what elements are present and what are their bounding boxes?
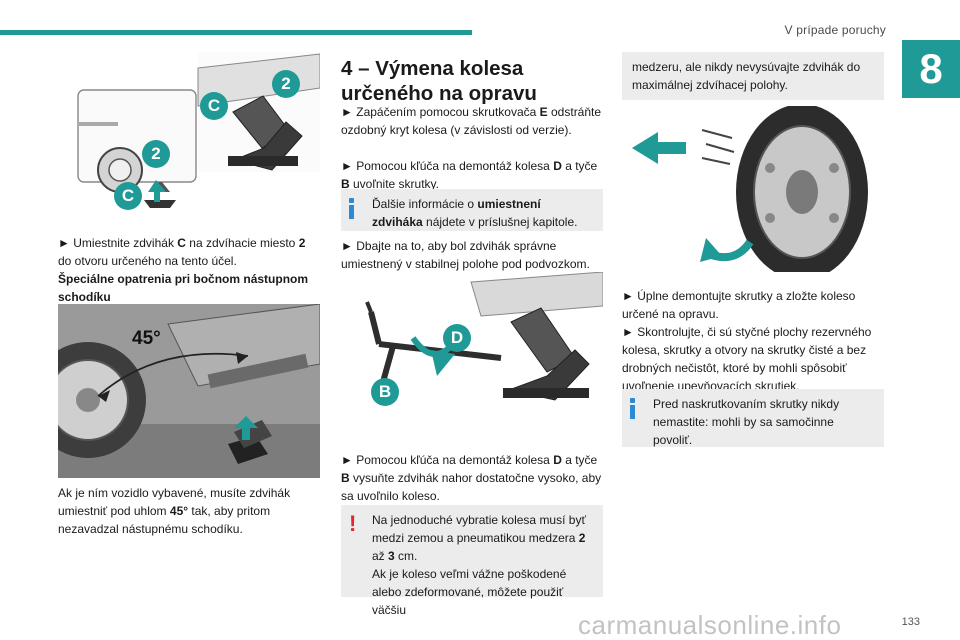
warning-note-continued: medzeru, ale nikdy nevysúvajte zdvihák d… [622,52,884,100]
heading-line-2: určeného na opravu [341,82,537,105]
label-d: D [553,453,562,467]
text-run: do otvoru určeného na tento účel. [58,254,237,268]
label-d: D [553,159,562,173]
header-accent-bar [0,30,472,35]
section-heading: 4 – Výmena kolesa určeného na opravu [341,56,601,106]
text-run: a tyče [561,159,598,173]
bullet-arrow: ► [622,325,634,339]
step-place-jack: ► Umiestnite zdvihák C na zdvíhacie mies… [58,234,320,270]
bullet-arrow: ► [341,453,353,467]
text-run: nájdete v príslušnej kapitole. [422,215,578,229]
text-run: Ďalšie informácie o [372,197,478,211]
angle-value: 45° [169,504,189,518]
text-run: Ak je ním vozidlo vybavené, musíte zdvih… [58,486,291,518]
text-run: na zdvíhacie miesto [185,236,299,250]
text-run: Dbajte na to, aby bol zdvihák správne um… [341,239,590,271]
info-icon [349,198,359,219]
text-run: Pomocou kľúča na demontáž kolesa [356,159,554,173]
callout-c-van: C [114,182,142,210]
callout-2-van: 2 [142,140,170,168]
callout-2-zoom: 2 [272,70,300,98]
figure-jack-placement: 2 C 2 C [58,52,320,218]
label-b: B [341,177,350,191]
text-run: tak, aby pritom nezavadzal nástupnému sc… [58,504,271,536]
text-run: Pred naskrutkovaním skrutky nikdy nemast… [653,397,840,447]
bullet-arrow: ► [58,236,70,250]
figure-remove-wheel [622,106,884,272]
angle-label: 45° [132,328,161,349]
bullet-arrow: ► [341,159,353,173]
text-run: Zapáčením pomocou skrutkovača [356,105,540,119]
text-run: medzeru, ale nikdy nevysúvajte zdvihák d… [632,60,861,92]
info-note-jack-location: Ďalšie informácie o umiestnení zdviháka … [341,189,603,231]
heading-line-1: 4 – Výmena kolesa [341,57,524,80]
warning-icon: ! [349,511,357,536]
text-run: až [372,549,389,563]
bullet-arrow: ► [622,289,634,303]
watermark: carmanualsonline.info [578,610,842,640]
figure-jack-45-degrees: 45° [58,304,320,478]
text-run: Pomocou kľúča na demontáž kolesa [356,453,554,467]
callout-d: D [443,324,471,352]
value-3: 3 [388,549,395,563]
step-check-surfaces: ► Skontrolujte, či sú styčné plochy reze… [622,323,884,395]
bullet-arrow: ► [341,105,353,119]
step-remove-bolts: ► Úplne demontujte skrutky a zložte kole… [622,287,884,323]
info-icon [630,398,640,419]
step-loosen-bolts: ► Pomocou kľúča na demontáž kolesa D a t… [341,157,603,193]
chapter-badge: 8 [902,40,960,98]
step-jack-stable: ► Dbajte na to, aby bol zdvihák správne … [341,237,603,273]
bullet-arrow: ► [341,239,353,253]
step-raise-jack: ► Pomocou kľúča na demontáž kolesa D a t… [341,451,603,505]
step-remove-hubcap: ► Zapáčením pomocou skrutkovača E odstrá… [341,103,603,139]
figure-raise-jack: D B [341,272,603,442]
text-run: uvoľnite skrutky. [349,177,439,191]
label-b: B [341,471,350,485]
text-run: Na jednoduché vybratie kolesa musí byť m… [372,513,586,545]
label-e: E [539,105,548,119]
info-note-no-grease: Pred naskrutkovaním skrutky nikdy nemast… [622,389,884,447]
text-run: Skontrolujte, či sú styčné plochy rezerv… [622,325,872,393]
label-c: C [177,236,186,250]
text-run: Úplne demontujte skrutky a zložte koleso… [622,289,856,321]
page-number: 133 [901,616,920,628]
paragraph-45-degrees: Ak je ním vozidlo vybavené, musíte zdvih… [58,484,320,538]
text-run: vysuňte zdvihák nahor dostatočne vysoko,… [341,471,602,503]
callout-b: B [371,378,399,406]
text-run: Umiestnite zdvihák [73,236,178,250]
section-title: V prípade poruchy [784,23,886,37]
callout-c-zoom: C [200,92,228,120]
text-run: cm. [394,549,418,563]
text-run: a tyče [561,453,598,467]
text-run: Ak je koleso veľmi vážne poškodené alebo… [372,567,567,617]
text-bold: umiestnení zdviháka [372,197,541,229]
label-2: 2 [298,236,306,250]
subheading-side-step: Špeciálne opatrenia pri bočnom nástupnom… [58,272,309,304]
warning-note-clearance: ! Na jednoduché vybratie kolesa musí byť… [341,505,603,617]
value-2: 2 [578,531,586,545]
text-run: odstráňte ozdobný kryt kolesa (v závislo… [341,105,602,137]
